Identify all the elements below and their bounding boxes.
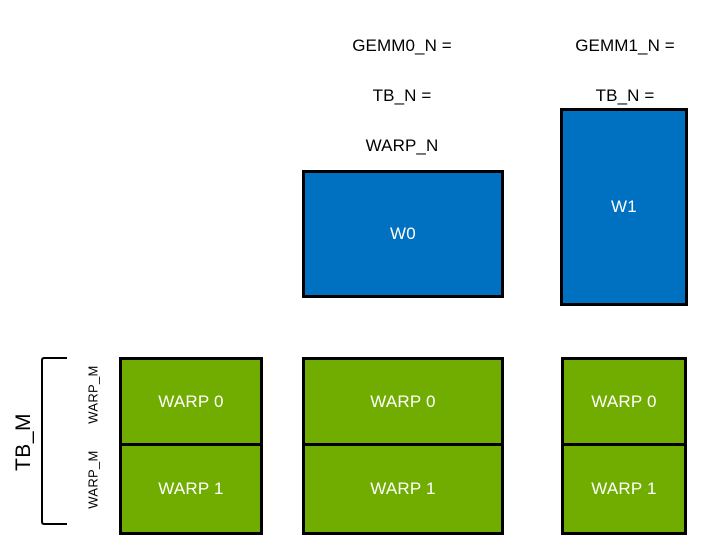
tb-m-bracket [41, 357, 67, 525]
column-header-gemm0-line-2: TB_N = [372, 86, 432, 105]
warp-m-label-bottom: WARP_M [85, 450, 101, 509]
warp-stack-middle-cell-warp-1-label: WARP 1 [370, 479, 436, 498]
column-header-gemm0-line-1: GEMM0_N = [352, 36, 452, 55]
column-header-gemm0-line-3: WARP_N [365, 136, 439, 155]
warp-stack-left-cell-warp-0[interactable]: WARP 0 [122, 360, 260, 446]
warp-stack-left-cell-warp-1-label: WARP 1 [158, 479, 224, 498]
warp-stack-middle-cell-warp-1[interactable]: WARP 1 [305, 446, 501, 532]
warp-stack-left-cell-warp-0-label: WARP 0 [158, 391, 224, 411]
warp-stack-middle: WARP 0 WARP 1 [302, 357, 504, 535]
warp-stack-right: WARP 0 WARP 1 [561, 357, 687, 535]
column-header-gemm1-line-2: TB_N = [595, 86, 655, 105]
warp-stack-middle-cell-warp-0[interactable]: WARP 0 [305, 360, 501, 446]
warp-stack-right-cell-warp-0[interactable]: WARP 0 [564, 360, 684, 446]
tb-m-label: TB_M [12, 413, 35, 472]
warp-stack-left-cell-warp-1[interactable]: WARP 1 [122, 446, 260, 532]
warp-stack-right-cell-warp-1-label: WARP 1 [591, 479, 657, 498]
warp-block-w1[interactable]: W1 [560, 108, 688, 306]
warp-m-label-top: WARP_M [85, 365, 101, 424]
warp-stack-right-cell-warp-0-label: WARP 0 [591, 391, 657, 411]
warp-stack-right-cell-warp-1[interactable]: WARP 1 [564, 446, 684, 532]
column-header-gemm0: GEMM0_N = TB_N = WARP_N [317, 8, 487, 183]
warp-stack-left: WARP 0 WARP 1 [119, 357, 263, 535]
column-header-gemm1-line-1: GEMM1_N = [575, 36, 675, 55]
warp-block-w0[interactable]: W0 [302, 170, 504, 298]
warp-stack-middle-cell-warp-0-label: WARP 0 [370, 391, 436, 411]
warp-block-w0-label: W0 [390, 224, 416, 243]
warp-block-w1-label: W1 [611, 197, 637, 216]
